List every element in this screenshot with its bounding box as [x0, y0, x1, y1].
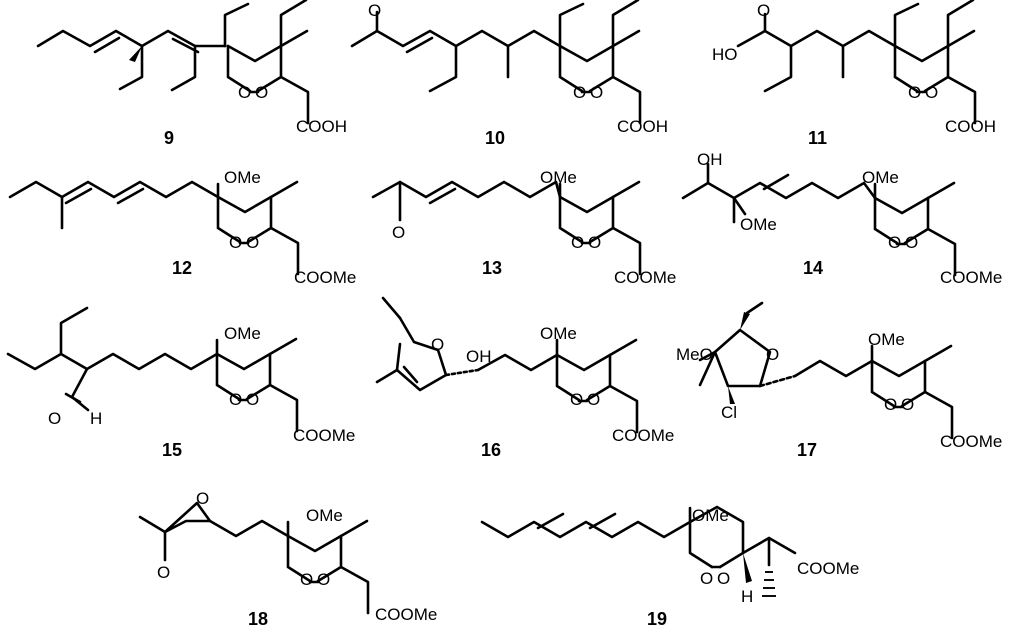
- ring-oxygen-1: O: [884, 395, 897, 414]
- compound-number-18: 18: [248, 609, 268, 629]
- compound-number-16: 16: [481, 440, 501, 460]
- compound-12: OMe O O COOMe 12: [8, 168, 356, 287]
- coome-label-13: COOMe: [614, 268, 676, 287]
- ring-oxygen-1: O: [700, 569, 713, 588]
- ring-oxygen-1: O: [238, 83, 251, 102]
- epoxide-oxygen-18: O: [196, 489, 209, 508]
- methoxy-label-15: OMe: [224, 324, 261, 343]
- chloro-label-17: Cl: [721, 403, 737, 422]
- ketone-oxygen-18: O: [157, 563, 170, 582]
- compound-number-12: 12: [172, 258, 192, 278]
- compound-15: O H OMe O O COOMe 15: [6, 306, 355, 460]
- acid-oxygen-11: O: [757, 1, 770, 20]
- compound-number-13: 13: [482, 258, 502, 278]
- coome-label-14: COOMe: [940, 268, 1002, 287]
- compound-10: O O O COOH 10: [350, 0, 668, 148]
- ring-oxygen-1: O: [908, 83, 921, 102]
- ketone-oxygen-10: O: [368, 1, 381, 20]
- compound-18: O O OMe O O COOMe 18: [138, 489, 437, 629]
- compound-11: O HO O O COOH 11: [712, 0, 996, 148]
- stereo-hydrogen-19: H: [741, 587, 753, 606]
- ring-oxygen-1: O: [888, 233, 901, 252]
- methoxy-label-19: OMe: [692, 506, 729, 525]
- ring-oxygen-2: O: [905, 233, 918, 252]
- ring-oxygen-2: O: [717, 569, 730, 588]
- compound-number-11: 11: [808, 128, 827, 148]
- compound-17: MeO O Cl OMe O O COOMe 17: [676, 301, 1002, 460]
- ring-oxygen-1: O: [573, 83, 586, 102]
- ring-oxygen-2: O: [246, 390, 259, 409]
- methoxy-label-16: OMe: [540, 324, 577, 343]
- methoxy-label-12: OMe: [224, 168, 261, 187]
- compound-number-15: 15: [162, 440, 182, 460]
- coome-label-15: COOMe: [293, 426, 355, 445]
- compound-number-10: 10: [485, 128, 505, 148]
- ring-oxygen-2: O: [246, 233, 259, 252]
- compound-16: O OH OMe O O COOMe 16: [375, 296, 674, 460]
- coome-label-19: COOMe: [797, 559, 859, 578]
- compound-number-17: 17: [797, 440, 817, 460]
- compound-9: O O COOH 9: [36, 0, 347, 148]
- compound-number-19: 19: [647, 609, 667, 629]
- compound-number-14: 14: [803, 258, 823, 278]
- cooh-label-11: COOH: [945, 117, 996, 136]
- ketone-oxygen-13: O: [392, 223, 405, 242]
- compound-19: OMe O O H COOMe 19: [480, 505, 859, 629]
- methoxy-side-label-17: MeO: [676, 345, 713, 364]
- ring-oxygen-2: O: [255, 83, 268, 102]
- aldehyde-oxygen-15: O: [48, 409, 61, 428]
- ring-oxygen-2: O: [587, 390, 600, 409]
- hydroxyl-label-11: HO: [712, 45, 738, 64]
- methoxy-label-17: OMe: [868, 330, 905, 349]
- methoxy-label-18: OMe: [306, 506, 343, 525]
- methoxy-label-14: OMe: [862, 168, 899, 187]
- aldehyde-hydrogen-15: H: [90, 409, 102, 428]
- ring-oxygen-1: O: [570, 390, 583, 409]
- ring-oxygen-1: O: [571, 233, 584, 252]
- ring-oxygen-1: O: [300, 570, 313, 589]
- coome-label-12: COOMe: [294, 268, 356, 287]
- coome-label-16: COOMe: [612, 426, 674, 445]
- ring-oxygen-2: O: [317, 570, 330, 589]
- coome-label-17: COOMe: [940, 432, 1002, 451]
- hydroxyl-label-16: OH: [466, 347, 492, 366]
- cooh-label-9: COOH: [296, 117, 347, 136]
- thf-oxygen-17: O: [766, 345, 779, 364]
- furan-oxygen-16: O: [431, 335, 444, 354]
- coome-label-18: COOMe: [375, 605, 437, 624]
- ring-oxygen-1: O: [229, 390, 242, 409]
- ring-oxygen-2: O: [925, 83, 938, 102]
- compound-number-9: 9: [164, 128, 174, 148]
- compound-14: OH OMe OMe O O COOMe 14: [681, 150, 1002, 287]
- ring-oxygen-2: O: [901, 395, 914, 414]
- methoxy-label-13: OMe: [540, 168, 577, 187]
- ring-oxygen-1: O: [229, 233, 242, 252]
- ring-oxygen-2: O: [590, 83, 603, 102]
- methoxy-side-label-14: OMe: [740, 215, 777, 234]
- cooh-label-10: COOH: [617, 117, 668, 136]
- ring-oxygen-2: O: [588, 233, 601, 252]
- compound-13: O OMe O O COOMe 13: [371, 168, 676, 287]
- hydroxyl-label-14: OH: [697, 150, 723, 169]
